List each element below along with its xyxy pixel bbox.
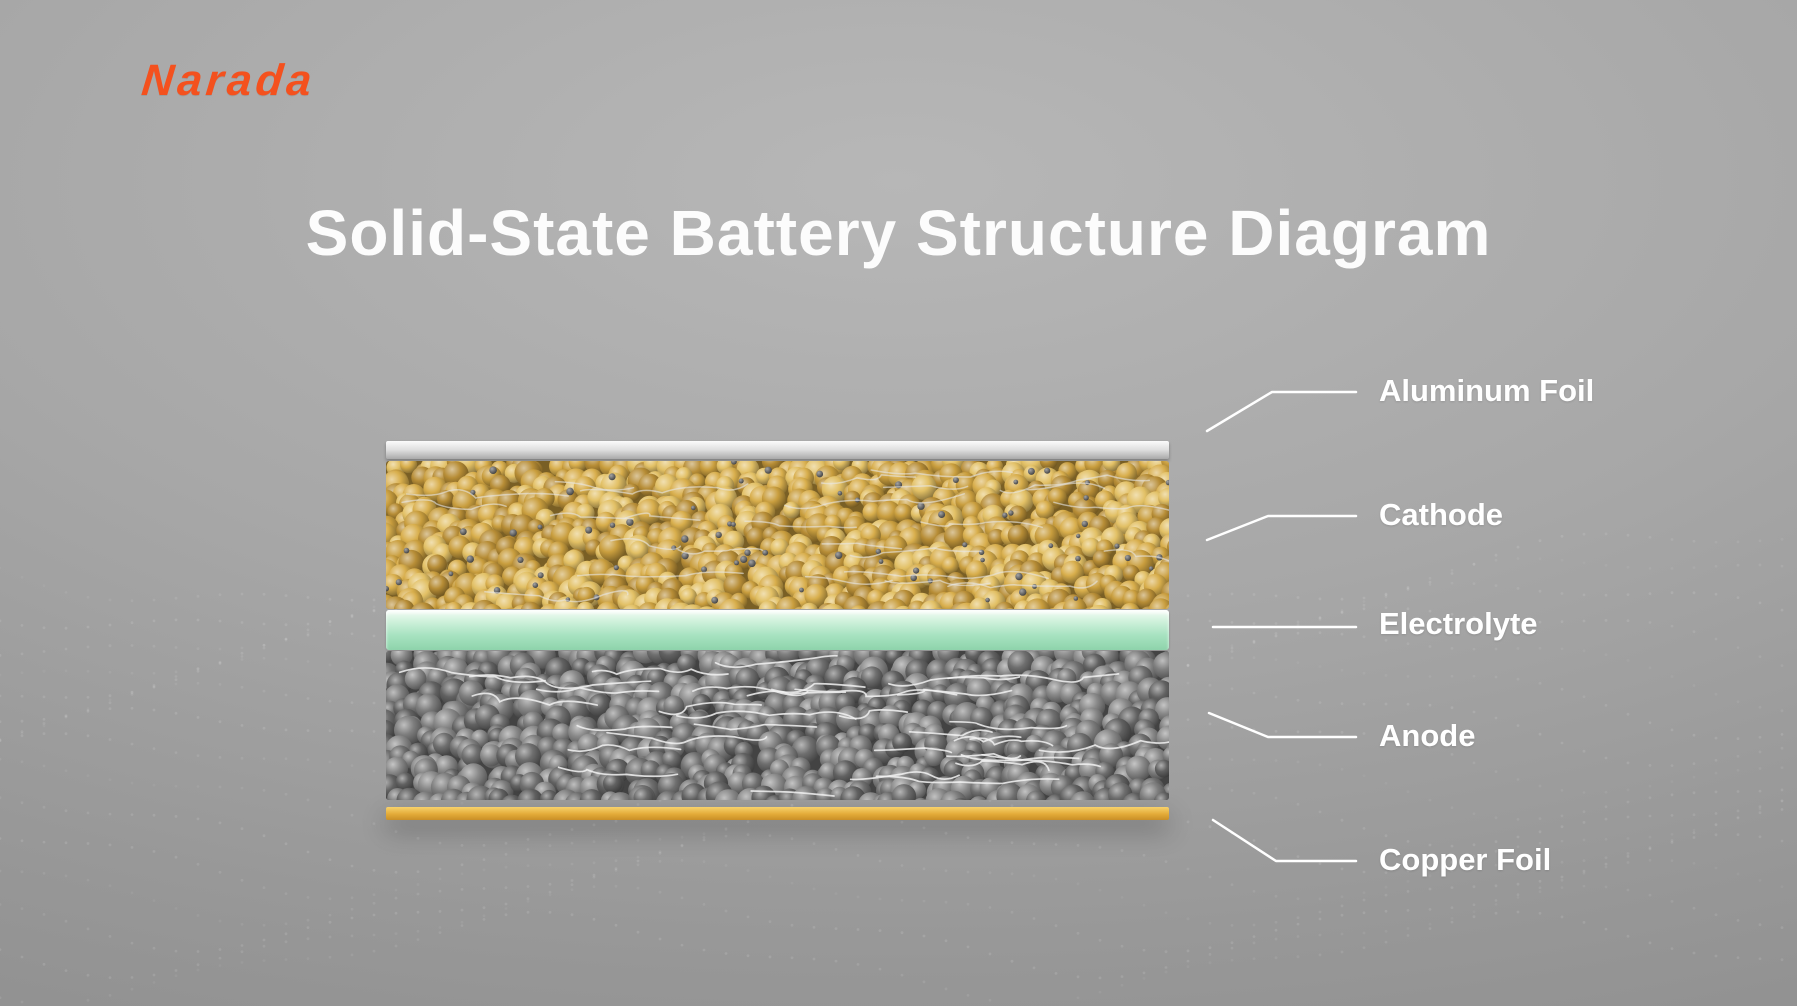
leader-line-copper-foil xyxy=(1211,818,1358,863)
anode-particles-texture xyxy=(386,651,1169,800)
leader-line-anode xyxy=(1207,711,1358,739)
layer-cathode xyxy=(386,461,1169,609)
layer-electrolyte xyxy=(386,610,1169,650)
page-title: Solid-State Battery Structure Diagram xyxy=(305,197,1492,269)
label-aluminum-foil: Aluminum Foil xyxy=(1379,373,1595,408)
layer-copper-foil xyxy=(386,807,1169,820)
leader-line-aluminum-foil xyxy=(1205,390,1358,433)
narada-logo: Narada xyxy=(139,56,318,105)
layer-anode xyxy=(386,651,1169,800)
label-copper-foil: Copper Foil xyxy=(1379,842,1552,877)
layer-aluminum-foil xyxy=(386,441,1169,459)
label-anode: Anode xyxy=(1379,718,1476,753)
label-electrolyte: Electrolyte xyxy=(1379,606,1538,641)
cathode-particles-texture xyxy=(386,461,1169,609)
battery-stack xyxy=(386,441,1169,820)
label-cathode: Cathode xyxy=(1379,497,1503,532)
leader-line-cathode xyxy=(1205,514,1358,542)
